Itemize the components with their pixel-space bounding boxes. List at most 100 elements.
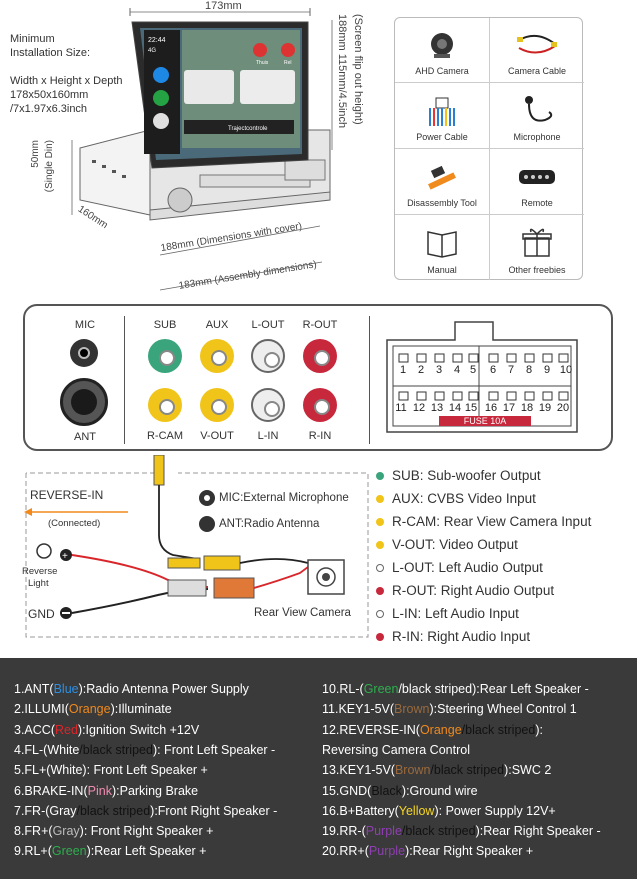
aux-jack[interactable] [200, 339, 234, 373]
white-dot-icon [376, 610, 384, 619]
pinout-segment: 11.KEY1-5V( [322, 702, 395, 717]
install-dims-1: Width x Height x Depth [10, 75, 123, 87]
rout-jack[interactable] [303, 339, 337, 373]
pinout-segment: /black striped):Rear Left Speaker - [398, 682, 589, 696]
yellow-dot-icon [376, 495, 384, 504]
pinout-row: 11.KEY1-5V(Brown):Steering Wheel Control… [322, 702, 577, 716]
pin-17: 17 [502, 402, 516, 414]
microphone-icon [525, 96, 553, 122]
ant-label: ANT [74, 431, 96, 443]
pinout-row: 10.RL-(Green/black striped):Rear Left Sp… [322, 682, 589, 696]
reverse-light-label-1: Reverse [22, 566, 58, 577]
pinout-segment: 12.REVERSE-IN( [322, 722, 420, 737]
pin-9: 9 [543, 364, 551, 376]
pinout-segment: /black striped [430, 763, 505, 778]
install-title-2: Installation Size: [10, 47, 91, 59]
sub-jack[interactable] [148, 339, 182, 373]
pinout-row: 12.REVERSE-IN(Orange/black striped): [322, 723, 543, 737]
pinout-row: 19.RR-(Purple/black striped):Rear Right … [322, 824, 601, 838]
pinout-row: 8.FR+(Gray): Front Right Speaker + [14, 824, 213, 838]
accessory-camera-cable: Camera Cable [490, 18, 584, 83]
pinout-segment: Blue [53, 682, 79, 696]
legend-rin: R-IN: Right Audio Input [376, 629, 530, 644]
pinout-row: Reversing Camera Control [322, 743, 470, 757]
pinout-segment: ): Front Left Speaker - [152, 742, 276, 757]
pinout-segment: 2.ILLUMI( [14, 702, 69, 717]
pinout-segment: Black [371, 783, 402, 798]
pinout-row: 20.RR+(Purple):Rear Right Speaker + [322, 844, 533, 858]
pinout-segment: Yellow [398, 803, 435, 818]
install-dims-3: /7x1.97x6.3inch [10, 103, 88, 115]
pinout-segment: 19.RR-( [322, 824, 366, 839]
gnd-label: GND [28, 607, 55, 621]
pinout-row: 4.FL-(White/black striped): Front Left S… [14, 743, 275, 757]
harness-connector [386, 321, 578, 433]
pinout-segment: ):Rear Left Speaker + [86, 844, 207, 859]
pinout-row: 1.ANT(Blue):Radio Antenna Power Supply [14, 682, 249, 696]
gift-icon [522, 228, 552, 257]
svg-text:+: + [62, 551, 68, 562]
rin-jack[interactable] [303, 388, 337, 422]
fuse-label: FUSE 10A [463, 416, 507, 426]
accessory-microphone: Microphone [490, 84, 584, 149]
left-height-sub: (Single Din) [44, 140, 55, 193]
pinout-segment: 10.RL-( [322, 682, 364, 696]
pinout-segment: ):Rear Right Speaker - [475, 824, 601, 839]
pinout-segment: Brown [394, 702, 430, 717]
lout-jack[interactable] [251, 339, 285, 373]
rout-label: R-OUT [302, 319, 338, 331]
pin-14: 14 [448, 402, 462, 414]
left-height-label: 50mm [30, 140, 41, 168]
accessory-disassembly-tool: Disassembly Tool [395, 150, 489, 215]
pinout-segment: 13.KEY1-5V( [322, 763, 395, 778]
pin-12: 12 [412, 402, 426, 414]
pinout-segment: Reversing Camera Control [322, 742, 470, 757]
pinout-segment: ):SWC 2 [504, 763, 552, 778]
ant-note: ANT:Radio Antenna [219, 518, 320, 530]
pin-19: 19 [538, 402, 552, 414]
pinout-segment: 1.ANT( [14, 682, 54, 696]
red-dot-icon [376, 633, 384, 642]
accessory-label: Disassembly Tool [407, 198, 477, 208]
accessory-remote: Remote [490, 150, 584, 215]
yellow-dot-icon [376, 518, 384, 527]
legend-rcam: R-CAM: Rear View Camera Input [376, 514, 591, 529]
pinout-segment: ):Front Right Speaker - [150, 803, 278, 818]
vout-jack[interactable] [200, 388, 234, 422]
legend-sub: SUB: Sub-woofer Output [376, 468, 541, 483]
pinout-segment: /black striped [76, 803, 151, 818]
top-width-label: 173mm [205, 0, 242, 12]
connected-label: (Connected) [48, 518, 101, 529]
pinout-segment: Green [363, 682, 399, 696]
right-height-label: 188mm 115mm/4.5inch [336, 14, 348, 129]
pinout-segment: 9.RL+( [14, 844, 52, 859]
tool-icon [428, 165, 456, 190]
pinout-row: 6.BRAKE-IN(Pink):Parking Brake [14, 784, 198, 798]
mic-jack[interactable] [70, 339, 98, 367]
install-dims-2: 178x50x160mm [10, 89, 89, 101]
pinout-segment: /black striped [79, 742, 153, 757]
pinout-segment: 6.BRAKE-IN( [14, 783, 88, 798]
ant-jack[interactable] [60, 378, 108, 426]
pinout-segment: ):Steering Wheel Control 1 [429, 702, 577, 717]
pinout-row: 3.ACC(Red):Ignition Switch +12V [14, 723, 199, 737]
pinout-segment: 20.RR+( [322, 844, 369, 859]
pin-4: 4 [453, 364, 461, 376]
screen-time: 22:44 [148, 37, 166, 44]
install-info: Minimum Installation Size: Width x Heigh… [10, 32, 123, 116]
pinout-row: 5.FL+(White): Front Left Speaker + [14, 763, 208, 777]
screen-label: Trajectcontrole [228, 126, 268, 132]
pin-3: 3 [435, 364, 443, 376]
lin-jack[interactable] [251, 388, 285, 422]
pin-11: 11 [395, 402, 407, 414]
rcam-jack[interactable] [148, 388, 182, 422]
cable-icon [517, 34, 557, 54]
sub-label: SUB [153, 319, 177, 331]
head-unit-drawing: 22:44 4G Thuis Rel Trajectcontrole [71, 8, 333, 291]
mic-note: MIC:External Microphone [219, 492, 349, 504]
mic-label: MIC [74, 319, 96, 331]
vout-label: V-OUT [200, 430, 234, 442]
pin-2: 2 [417, 364, 425, 376]
camera-icon [431, 33, 453, 58]
accessory-label: Manual [427, 265, 457, 275]
